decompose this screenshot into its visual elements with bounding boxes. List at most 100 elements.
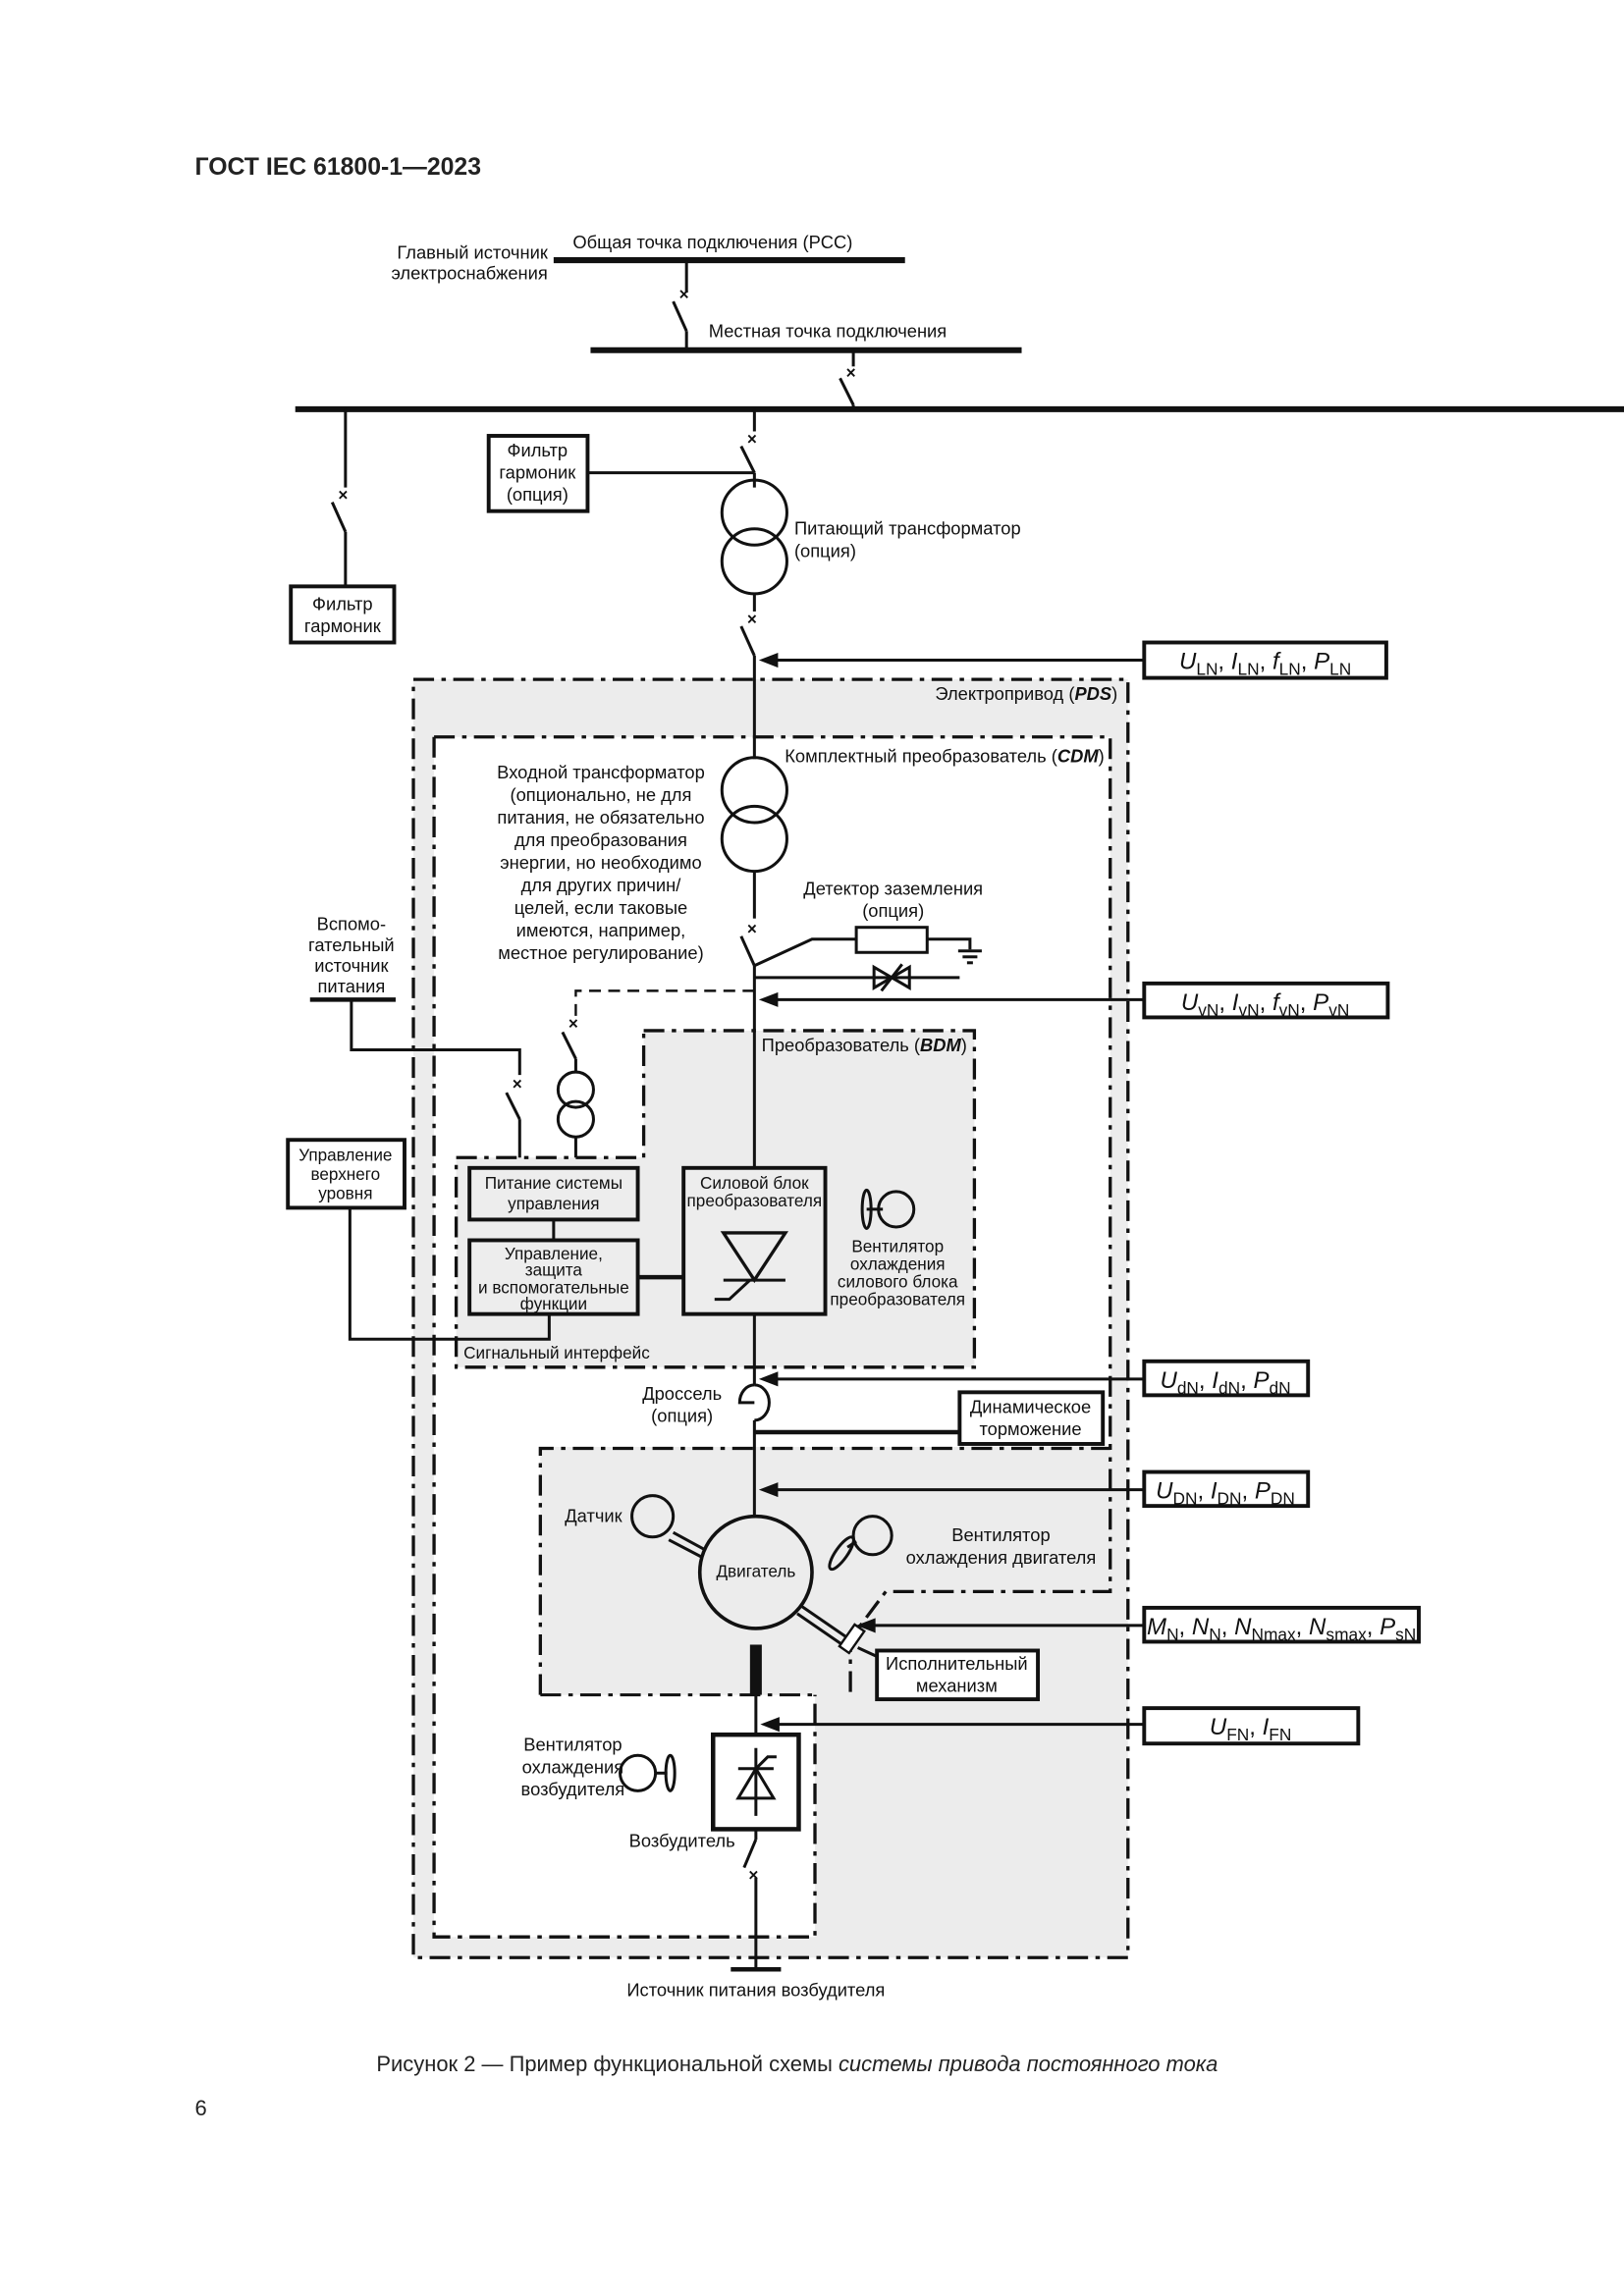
param-symbol: U (1156, 1478, 1173, 1505)
param-subscript: sN (1395, 1625, 1416, 1644)
svg-text:×: × (747, 609, 757, 628)
feed-transformer-symbol (720, 478, 788, 596)
input-transformer-label-line: (опционально, не для (511, 784, 692, 805)
aux-supply-label-4: питания (317, 976, 385, 996)
harmonic-filter-label-1: Фильтр (312, 593, 373, 614)
param-symbol: U (1179, 649, 1197, 675)
exciter-fan-label-1: Вентилятор (523, 1735, 622, 1755)
param-symbol: P (1253, 1367, 1269, 1394)
ground-icon (957, 949, 982, 965)
param-subscript: LN (1196, 660, 1218, 679)
ground-detector-label-2: (опция) (862, 900, 924, 921)
svg-text:×: × (338, 485, 348, 505)
input-transformer-label-line: местное регулирование) (498, 942, 704, 963)
aux-supply-label-1: Вспомо- (317, 914, 386, 934)
param-symbol: P (1380, 1614, 1395, 1640)
pds-strip (815, 1694, 851, 1938)
breaker-drive: × (739, 593, 757, 657)
power-fan-label-3: силового блока (838, 1272, 958, 1292)
choke-label-1: Дроссель (642, 1383, 722, 1404)
signal-interface-line (348, 1207, 551, 1341)
input-transformer-label: Входной трансформатор(опционально, не дл… (497, 762, 705, 963)
cp-label-4: функции (520, 1294, 587, 1313)
bdm-label: Преобразователь (BDM) (762, 1035, 967, 1055)
pds-label: Электропривод (PDS) (935, 683, 1117, 704)
breaker-aux-tr: × (561, 1013, 578, 1073)
input-transformer-label-line: Входной трансформатор (497, 762, 705, 782)
param-subscript: Nmax (1252, 1625, 1296, 1644)
aux-dashed-line (574, 989, 755, 1016)
param-subscript: N (1209, 1625, 1220, 1644)
motor-fan-icon (828, 1515, 893, 1572)
param-symbol: U (1210, 1714, 1227, 1740)
param-subscript: vN (1198, 1000, 1218, 1020)
hf-opt-2: гармоник (499, 462, 576, 483)
param-subscript: DN (1218, 1489, 1242, 1509)
power-fan-label-4: преобразователя (830, 1290, 965, 1309)
aux-transformer-symbol (556, 1070, 595, 1158)
harmonic-filter-option-box (486, 434, 590, 513)
choke-label-2: (опция) (651, 1405, 713, 1425)
arrow-head-icon (758, 1482, 779, 1498)
param-symbol: P (1313, 989, 1328, 1016)
dc-params-box (1142, 1359, 1311, 1398)
param-symbol: N (1234, 1614, 1252, 1640)
drive-params-box (1142, 1469, 1311, 1509)
local-point-label: Местная точка подключения (709, 320, 947, 341)
exciter-thyristor-icon (735, 1747, 777, 1816)
param-symbol: I (1263, 1714, 1270, 1740)
power-fan-label-1: Вентилятор (851, 1237, 944, 1256)
dynamic-braking-label-2: торможение (979, 1418, 1081, 1439)
exciter-fan-icon (619, 1753, 677, 1792)
breaker-pcc: × (672, 260, 689, 350)
upper-control-box (286, 1138, 406, 1210)
power-fan-label-2: охлаждения (850, 1255, 946, 1274)
exciter-supply-label: Источник питания возбудителя (626, 1979, 885, 2000)
param-subscript: smax (1326, 1625, 1367, 1644)
aux-supply-line (350, 999, 521, 1076)
harmonic-filter-label-2: гармоник (304, 615, 382, 636)
svg-text:×: × (846, 362, 856, 382)
cp-label-3: и вспомогательные (478, 1278, 629, 1298)
field-params-text: UFN, IFN (1210, 1714, 1292, 1744)
param-symbol: I (1212, 1367, 1218, 1394)
shaft-coupling-icon (796, 1605, 878, 1658)
param-subscript: dN (1218, 1378, 1240, 1398)
breaker-aux: × (505, 1074, 522, 1158)
sensor-icon (630, 1494, 707, 1560)
breaker-exciter: × (742, 1839, 758, 1970)
arrow-head-icon (856, 1618, 876, 1633)
main-supply-label-2: электроснабжения (391, 263, 547, 284)
page-number: 6 (194, 2096, 206, 2120)
arrow-head-icon (760, 1717, 780, 1733)
param-subscript: LN (1237, 660, 1259, 679)
param-symbol: f (1272, 649, 1281, 675)
power-fan-icon (860, 1188, 916, 1230)
motor-icon (697, 1514, 814, 1630)
dynamic-braking-box (957, 1390, 1106, 1446)
param-symbol: I (1211, 1478, 1218, 1505)
control-power-box (467, 1165, 640, 1222)
cp-label-2: защита (525, 1260, 583, 1280)
cp-label-1: Управление, (505, 1244, 603, 1263)
ground-detector-line (753, 937, 857, 968)
param-subscript: DN (1271, 1489, 1295, 1509)
param-subscript: dN (1269, 1378, 1290, 1398)
svg-text:×: × (747, 429, 757, 449)
sensor-label: Датчик (565, 1506, 623, 1526)
param-symbol: U (1160, 1367, 1177, 1394)
hf-opt-3: (опция) (507, 484, 568, 505)
valve-params-text: UvN, IvN, fvN, PvN (1181, 989, 1349, 1020)
document-header: ГОСТ IEC 61800-1—2023 (194, 154, 481, 181)
breaker-local: × (839, 349, 856, 409)
arrow-head-icon (758, 653, 779, 668)
feed-transformer-label-1: Питающий трансформатор (794, 518, 1021, 539)
drive-params-text: UDN, IDN, PDN (1156, 1478, 1295, 1509)
param-subscript: FN (1226, 1725, 1249, 1744)
cdm-label: Комплектный преобразователь (CDM) (785, 745, 1105, 766)
exciter-fan-label-2: охлаждения (522, 1756, 623, 1777)
hf-opt-1: Фильтр (508, 440, 568, 460)
input-transformer-label-line: для преобразования (514, 829, 687, 850)
